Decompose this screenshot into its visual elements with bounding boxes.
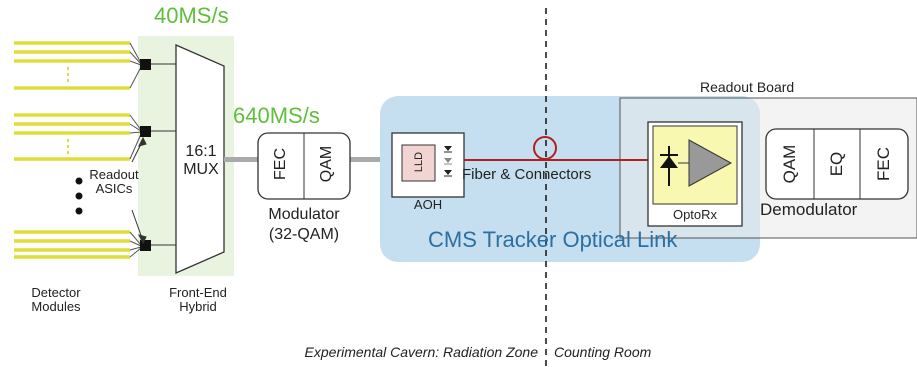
fiber-connector: [533, 136, 557, 160]
lld-label: LLD: [413, 151, 425, 173]
module-dots: [67, 67, 69, 154]
detector-modules-label: Detector Modules: [31, 285, 81, 315]
demodulator-box: [765, 128, 909, 200]
detector-module-2: [14, 113, 130, 161]
demod-fec-label: FEC: [874, 147, 893, 181]
modulator-fec-label: FEC: [272, 148, 289, 180]
front-end-hybrid-label: Front-End Hybrid: [169, 285, 227, 315]
asic-chip-3: [140, 240, 151, 251]
lld-box: [401, 144, 436, 182]
demod-eq-label: EQ: [827, 151, 846, 177]
counting-room-label: Counting Room: [554, 344, 652, 360]
readout-asics-label: Readout ASICs: [89, 167, 139, 197]
modulator-label: Modulator (32-QAM): [268, 206, 340, 243]
mux-rate-label: 640MS/s: [233, 103, 320, 128]
demodulator-label: Demodulator: [760, 200, 858, 219]
readout-board-label: Readout Board: [700, 79, 795, 95]
more-modules-dots: [75, 177, 83, 215]
mux-label: 16:1 MUX: [183, 143, 219, 178]
asic-chip-1: [140, 59, 151, 70]
photodiode-icon: [660, 146, 678, 186]
radiation-zone-label: Experimental Cavern: Radiation Zone: [304, 344, 538, 360]
modulator-qam-label: QAM: [318, 145, 335, 183]
optical-link-title: CMS Tracker Optical Link: [428, 227, 678, 252]
mux-block: [175, 44, 225, 274]
mux-to-modulator-link: [224, 157, 258, 162]
optorx-label: OptoRx: [672, 207, 718, 222]
laser-diode-icons: [444, 146, 452, 177]
aoh-label: AOH: [413, 197, 443, 212]
modulator-to-aoh-link: [350, 157, 392, 162]
fiber-label: Fiber & Connectors: [462, 166, 592, 183]
detector-module-1: [14, 41, 130, 90]
asic-rate-label: 40MS/s: [154, 3, 229, 28]
asic-chip-2: [140, 126, 151, 137]
asic-label-arrows: [131, 136, 147, 245]
module-to-asic-lines: [129, 42, 142, 258]
detector-module-3: [14, 230, 130, 259]
demod-qam-label: QAM: [780, 144, 799, 184]
